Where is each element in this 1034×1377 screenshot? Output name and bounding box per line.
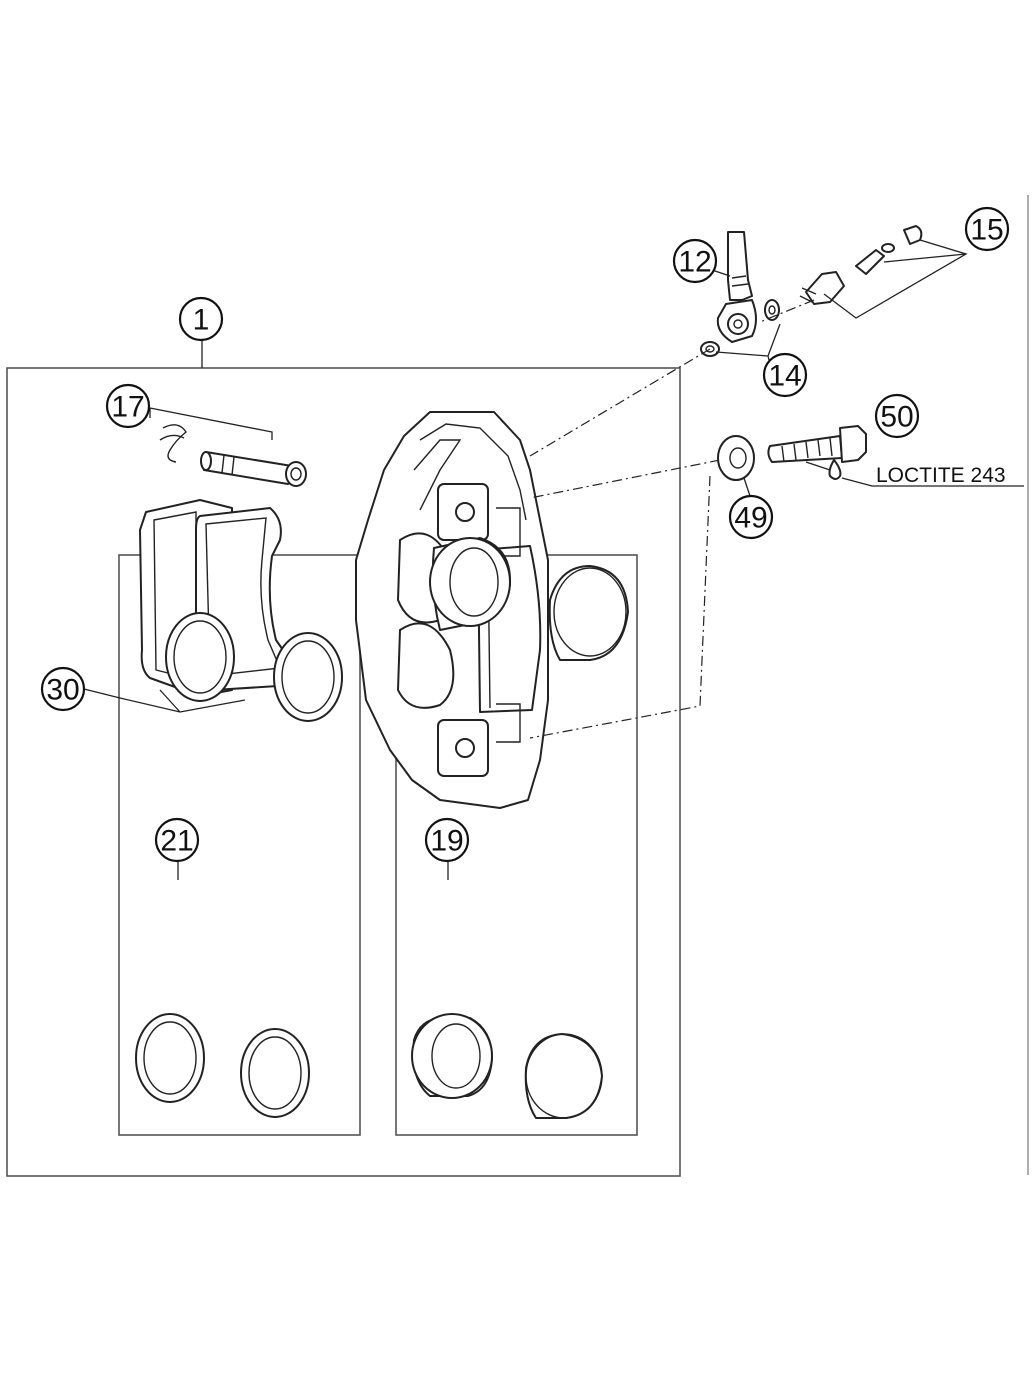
piston-3 <box>411 1013 493 1099</box>
seal-ring-1 <box>165 612 235 702</box>
callout-49-label: 49 <box>734 502 767 535</box>
pad-pin <box>200 451 307 487</box>
leader-17 <box>149 407 273 440</box>
assembly-line-banjo <box>529 348 711 457</box>
callout-50: 50 <box>874 393 920 439</box>
brake-line-banjo <box>716 231 757 343</box>
leader-12 <box>711 269 731 277</box>
leader-loctite <box>841 477 1024 487</box>
callout-19: 19 <box>424 817 470 863</box>
seal-ring-2 <box>273 632 343 722</box>
assembly-line-bleeder <box>759 299 815 323</box>
piston-1 <box>429 537 511 631</box>
bleeder-screw <box>799 225 923 305</box>
callout-15: 15 <box>964 206 1010 252</box>
callout-17: 17 <box>105 383 151 429</box>
callout-15-label: 15 <box>970 214 1003 247</box>
callout-1-label: 1 <box>193 304 210 337</box>
seal-ring-4 <box>240 1028 310 1118</box>
callout-12-label: 12 <box>678 246 711 279</box>
callout-30: 30 <box>40 666 86 712</box>
assembly-line-bolt-bottom <box>529 475 711 739</box>
assembly-line-bolt-top <box>529 459 721 499</box>
callout-1: 1 <box>178 296 224 342</box>
assembly-frame <box>6 340 681 1177</box>
mounting-washer <box>717 435 755 481</box>
callout-17-label: 17 <box>111 391 144 424</box>
copper-washer-2 <box>764 299 780 321</box>
leader-50-bolt <box>805 461 831 471</box>
leader-30 <box>83 688 246 713</box>
callout-19-label: 19 <box>430 825 463 858</box>
loctite-note: LOCTITE 243 <box>876 464 1006 487</box>
callout-30-label: 30 <box>46 674 79 707</box>
callout-21: 21 <box>154 817 200 863</box>
callout-21-label: 21 <box>160 825 193 858</box>
mounting-bolt <box>767 425 867 463</box>
callout-14-label: 14 <box>768 360 801 393</box>
callout-14: 14 <box>762 352 808 398</box>
seal-ring-3 <box>135 1013 205 1103</box>
piston-2 <box>548 565 629 661</box>
loctite-drop-icon <box>828 459 842 480</box>
leader-15 <box>823 239 968 319</box>
callout-12: 12 <box>672 238 718 284</box>
leader-49 <box>743 477 751 497</box>
pad-retaining-clip <box>159 424 187 463</box>
callout-49: 49 <box>728 494 774 540</box>
piston-4 <box>524 1033 603 1119</box>
callout-50-label: 50 <box>880 401 913 434</box>
